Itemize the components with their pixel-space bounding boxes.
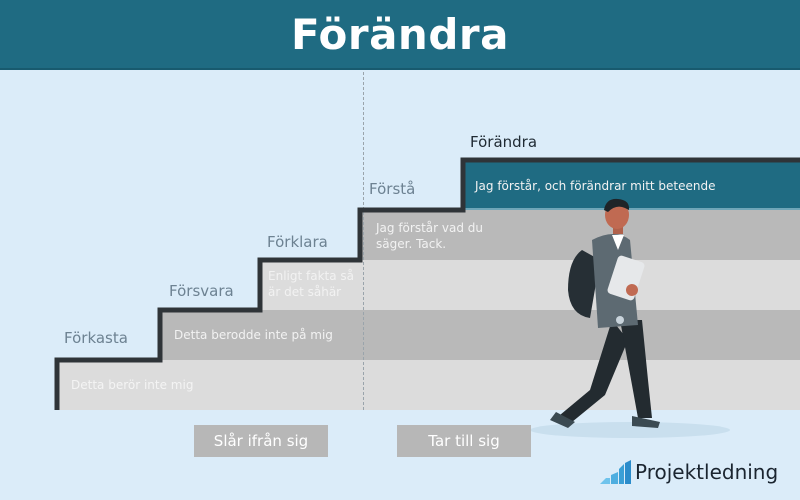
step-2-text: Detta berodde inte på mig — [174, 328, 333, 342]
step-4-text-line1: Jag förstår vad du — [376, 221, 483, 235]
brand-logo: Projektledning — [600, 460, 778, 484]
band-step-3: Enligt fakta så är det såhär — [260, 260, 800, 310]
phase-accept-button: Tar till sig — [397, 425, 531, 457]
band-step-2: Detta berodde inte på mig — [160, 310, 800, 360]
step-5-text: Jag förstår, och förändrar mitt beteende — [475, 179, 716, 193]
page-title: Förändra — [291, 9, 509, 59]
bar-chart-logo-icon — [600, 460, 631, 484]
band-step-5: Jag förstår, och förändrar mitt beteende — [463, 160, 800, 210]
phase-reject-label: Slår ifrån sig — [213, 432, 309, 450]
band-step-1: Detta berör inte mig — [57, 360, 800, 410]
step-1-label: Förkasta — [64, 329, 128, 347]
step-3-label: Förklara — [267, 233, 328, 251]
step-5-label: Förändra — [470, 133, 538, 151]
walking-person-illustration — [530, 198, 730, 438]
phase-divider — [363, 72, 364, 410]
phase-reject-button: Slår ifrån sig — [194, 425, 328, 457]
step-1-text: Detta berör inte mig — [71, 378, 194, 392]
phase-accept-label: Tar till sig — [428, 432, 500, 450]
step-4-text-line2: säger. Tack. — [376, 237, 447, 251]
step-2-label: Försvara — [169, 282, 234, 300]
step-3-text-line1: Enligt fakta så — [268, 269, 354, 283]
header-bar: Förändra — [0, 0, 800, 70]
brand-name: Projektledning — [635, 460, 779, 484]
step-3-text-line2: är det såhär — [268, 285, 342, 299]
step-4-label: Förstå — [369, 180, 416, 198]
